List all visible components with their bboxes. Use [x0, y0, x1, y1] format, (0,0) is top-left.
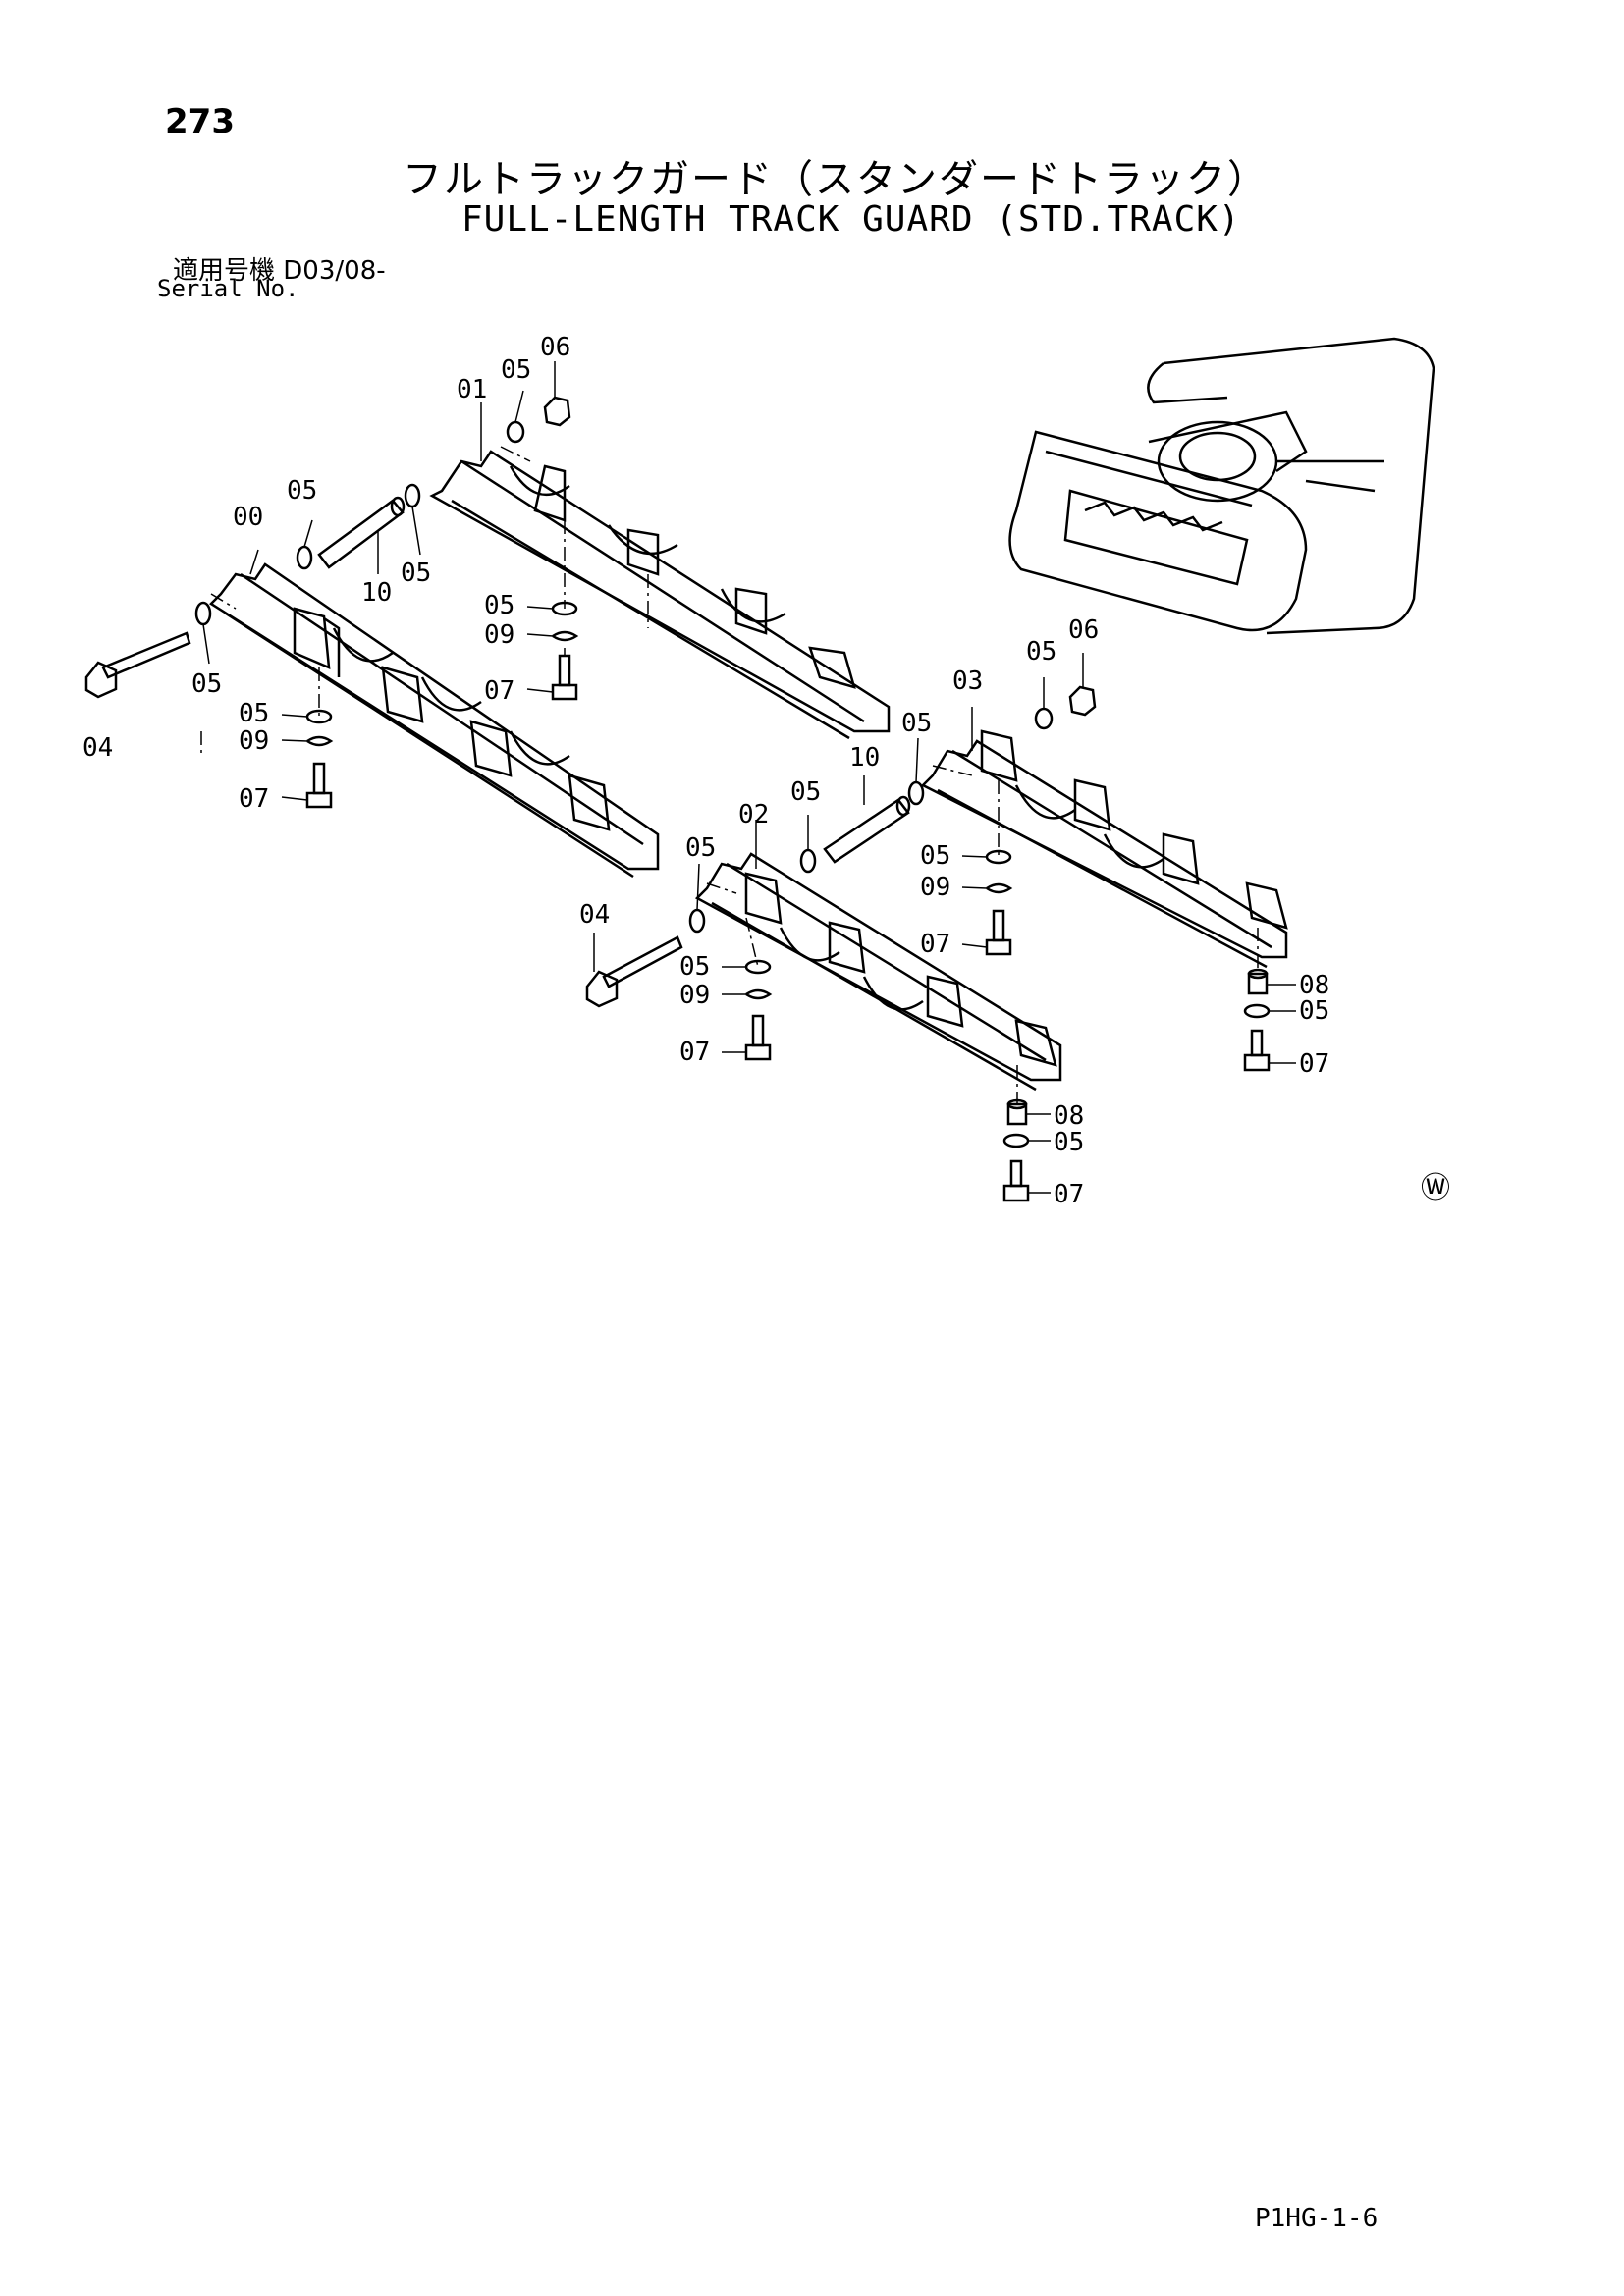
callout-08: 08 — [1299, 971, 1329, 1000]
page-number: 273 — [165, 102, 235, 141]
callout-04: 04 — [82, 733, 113, 763]
undercarriage-overview-illustration — [1008, 337, 1435, 635]
track-guard-02 — [694, 852, 1062, 1092]
spring-washer-09 — [986, 882, 1013, 894]
bolt-07 — [744, 1014, 772, 1061]
nut-06 — [1068, 685, 1097, 717]
washer-05 — [1034, 707, 1054, 730]
washer-05 — [404, 483, 421, 508]
callout-09: 09 — [239, 726, 269, 756]
track-guard-00 — [209, 562, 660, 879]
callout-05: 05 — [287, 476, 317, 506]
serial-label-jp-text: 適用号機 — [173, 256, 276, 286]
bolt-07 — [305, 762, 333, 809]
callout-05: 05 — [1026, 637, 1056, 667]
callout-07: 07 — [1299, 1049, 1329, 1079]
callout-05: 05 — [920, 841, 950, 871]
callout-09: 09 — [484, 620, 514, 650]
washer-05 — [506, 420, 525, 444]
callout-01: 01 — [457, 375, 487, 404]
callout-05: 05 — [679, 952, 710, 982]
callout-05: 05 — [1299, 996, 1329, 1026]
title-english: FULL-LENGTH TRACK GUARD (STD.TRACK) — [461, 199, 1241, 240]
callout-10: 10 — [361, 578, 392, 608]
washer-05 — [194, 601, 212, 626]
washer-05 — [688, 908, 706, 934]
callout-10: 10 — [849, 743, 880, 773]
washer-05 — [1002, 1133, 1030, 1148]
callout-05: 05 — [1054, 1128, 1084, 1157]
footer-code: P1HG-1-6 — [1255, 2204, 1379, 2233]
callout-08: 08 — [1054, 1101, 1084, 1131]
nut-06 — [543, 396, 571, 427]
spring-washer-09 — [306, 735, 334, 747]
callout-05: 05 — [191, 669, 222, 699]
callout-06: 06 — [540, 333, 570, 362]
serial-label-english: Serial No. — [157, 275, 299, 302]
w-mark: Ⓦ — [1421, 1171, 1450, 1205]
bolt-07 — [1002, 1159, 1030, 1202]
spacer-08 — [1247, 968, 1269, 995]
pin-10-right — [823, 795, 911, 864]
callout-05: 05 — [901, 709, 932, 738]
callout-05: 05 — [790, 777, 821, 807]
washer-05 — [305, 709, 333, 724]
callout-07: 07 — [920, 930, 950, 959]
callout-05: 05 — [401, 559, 431, 588]
spring-washer-09 — [745, 988, 773, 1000]
callout-07: 07 — [679, 1038, 710, 1067]
callout-02: 02 — [738, 800, 769, 829]
pin-10-left — [317, 496, 406, 569]
callout-07: 07 — [239, 784, 269, 814]
callout-05: 05 — [685, 833, 716, 863]
bolt-04-left — [84, 631, 191, 699]
callout-05: 05 — [239, 699, 269, 728]
callout-04: 04 — [579, 900, 610, 930]
bolt-07 — [551, 654, 578, 701]
serial-label-japanese: 適用号機 D03/08- — [173, 250, 386, 287]
bolt-04-right — [585, 935, 683, 1008]
callout-06: 06 — [1068, 615, 1099, 645]
washer-05 — [799, 848, 817, 874]
callout-05: 05 — [484, 591, 514, 620]
callout-05: 05 — [501, 355, 531, 385]
title-japanese: フルトラックガード（スタンダードトラック） — [403, 157, 1269, 202]
serial-value: D03/08- — [283, 256, 386, 286]
washer-05 — [296, 545, 313, 570]
callout-07: 07 — [484, 676, 514, 706]
spring-washer-09 — [552, 630, 579, 642]
track-guard-03 — [920, 729, 1288, 969]
callout-09: 09 — [679, 981, 710, 1010]
callout-09: 09 — [920, 873, 950, 902]
bolt-07 — [1243, 1029, 1271, 1072]
washer-05 — [1243, 1003, 1271, 1019]
callout-03: 03 — [952, 667, 983, 696]
washer-05 — [744, 959, 772, 975]
washer-05 — [907, 780, 925, 806]
exploded-parts-diagram: 01 05 06 00 05 10 05 05 04 05 09 07 05 0… — [82, 333, 1450, 1209]
callout-00: 00 — [233, 503, 263, 532]
callout-07: 07 — [1054, 1180, 1084, 1209]
bolt-07 — [985, 909, 1012, 956]
